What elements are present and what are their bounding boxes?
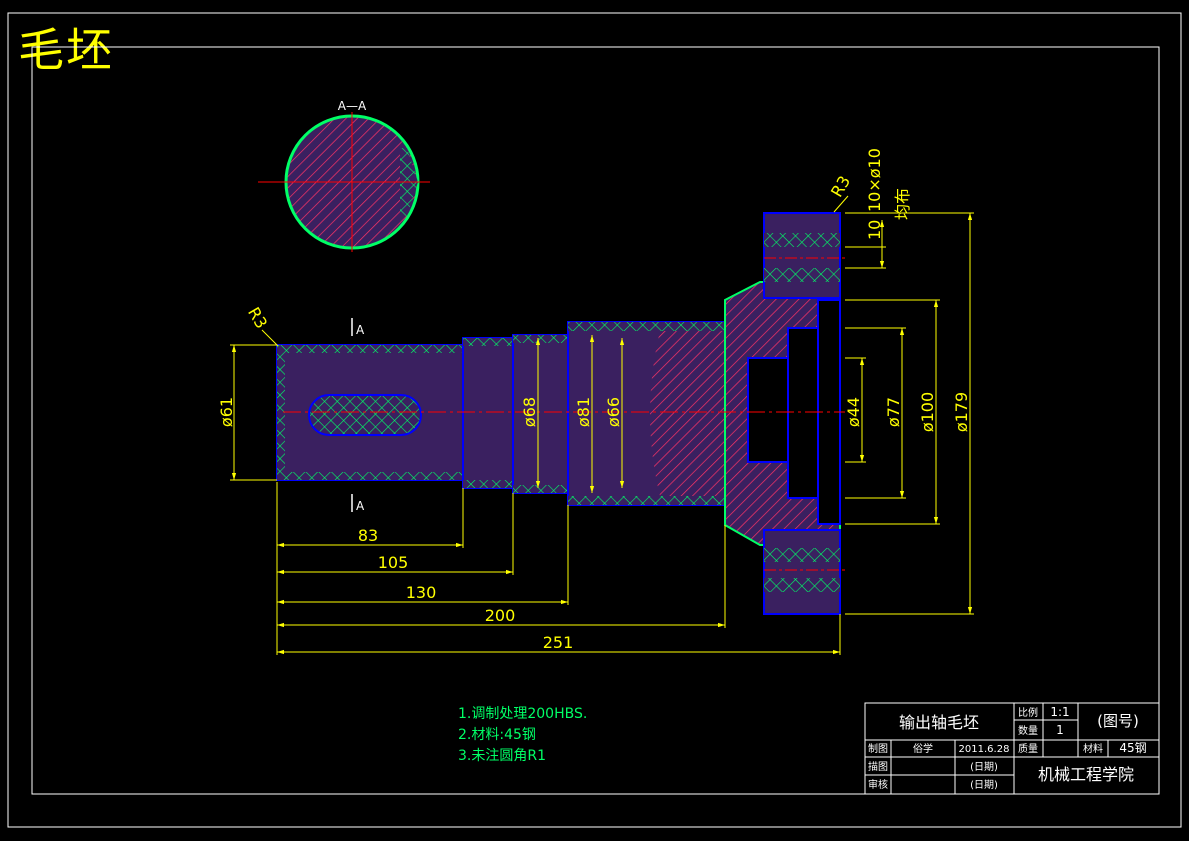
tb-scale-value: 1:1: [1050, 705, 1069, 719]
dim-l105: 105: [378, 553, 409, 572]
dim-holes-depth: 10: [865, 220, 884, 240]
section-mark-bottom: A: [356, 499, 365, 513]
tb-qty-value: 1: [1056, 723, 1064, 737]
dim-l83: 83: [358, 526, 378, 545]
dim-d81: ø81: [574, 397, 593, 427]
tb-drawn-label: 制图: [868, 742, 888, 755]
tb-drawn-name: 俗学: [913, 742, 933, 755]
tb-traced-date: (日期): [970, 761, 998, 773]
dim-d61: ø61: [217, 397, 236, 427]
note-3: 3.未注圆角R1: [458, 748, 546, 764]
outer-frame: [7, 12, 1182, 828]
dim-d68: ø68: [520, 397, 539, 427]
tb-checked-label: 审核: [868, 778, 888, 791]
dim-d100: ø100: [918, 392, 937, 432]
dim-radius-flange: R3: [827, 172, 854, 200]
section-label: A—A: [338, 99, 367, 113]
tb-material-value: 45钢: [1119, 741, 1146, 755]
section-view: A—A: [258, 99, 430, 252]
dim-radius-left: R3: [244, 304, 271, 332]
tb-qty-label: 数量: [1018, 724, 1038, 737]
title-block: [864, 702, 1160, 795]
dim-l251: 251: [543, 633, 574, 652]
section-mark-top: A: [356, 323, 365, 337]
tb-traced-label: 描图: [868, 760, 888, 773]
tb-checked-date: (日期): [970, 779, 998, 791]
tb-part-name: 输出轴毛坯: [899, 713, 979, 732]
note-1: 1.调制处理200HBS.: [458, 706, 588, 722]
dim-d179: ø179: [952, 392, 971, 432]
dimension-lines: [230, 195, 974, 655]
tb-drawing-no: (图号): [1097, 712, 1139, 730]
dim-d66: ø66: [604, 397, 623, 427]
note-2: 2.材料:45钢: [458, 727, 536, 743]
dim-d44: ø44: [844, 397, 863, 427]
drawing-title: 毛坯: [18, 23, 114, 77]
inner-frame: [31, 46, 1160, 795]
dim-l200: 200: [485, 606, 516, 625]
shaft-body: [276, 212, 845, 615]
dim-holes: 10×ø10: [865, 148, 884, 212]
dim-holes-suffix: 均布: [893, 188, 912, 220]
tb-drawn-date: 2011.6.28: [959, 744, 1010, 755]
tb-scale-label: 比例: [1018, 706, 1038, 719]
tb-school: 机械工程学院: [1038, 765, 1134, 784]
tb-material-label: 材料: [1083, 742, 1103, 755]
dim-d77: ø77: [884, 397, 903, 427]
tb-weight-label: 质量: [1018, 743, 1038, 755]
dim-l130: 130: [406, 583, 437, 602]
